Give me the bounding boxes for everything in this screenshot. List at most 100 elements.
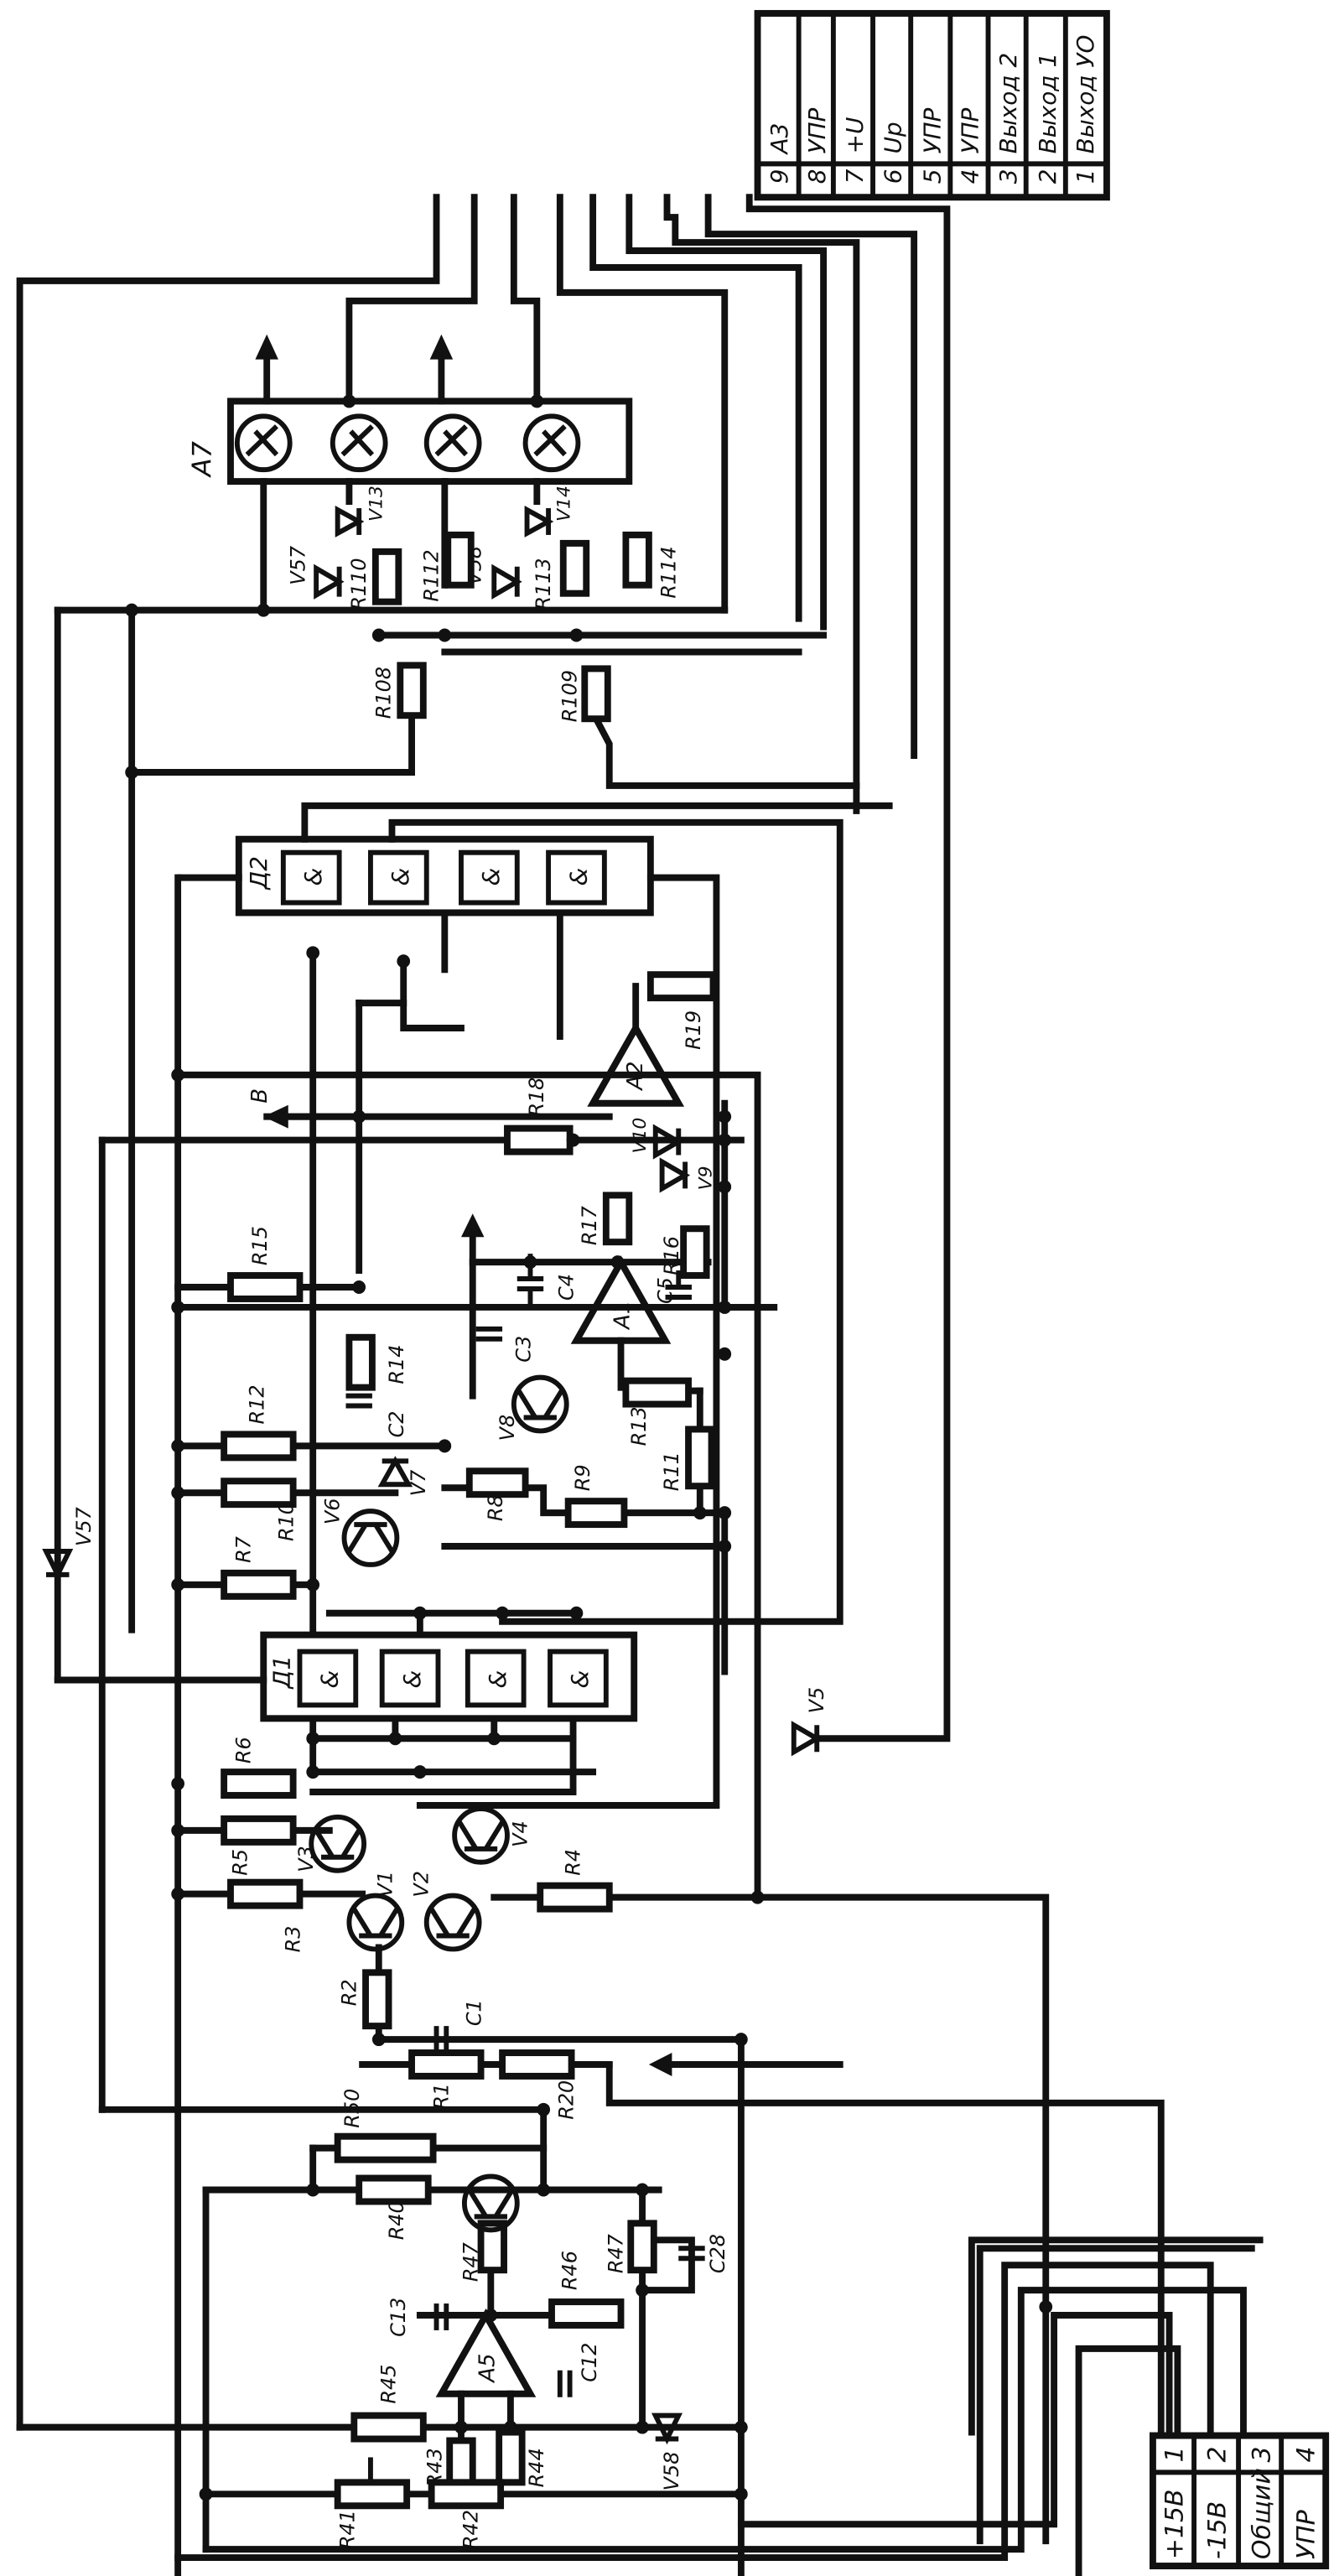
gate-symbol: & xyxy=(387,868,414,886)
top-pin-number: 1 xyxy=(1072,169,1099,184)
d2-gate: & xyxy=(459,849,520,906)
resistor-r42: R42 xyxy=(428,2479,505,2549)
label-v2: V2 xyxy=(410,1871,433,1898)
label-v9: V9 xyxy=(696,1166,717,1190)
label-r50: R50 xyxy=(340,2089,364,2128)
transistor-v1: V1 xyxy=(346,1871,405,1952)
label-c4: C4 xyxy=(555,1274,579,1301)
top-pin-number: 3 xyxy=(994,169,1022,184)
diode-v57-left: V57 xyxy=(42,1507,96,1581)
label-r44: R44 xyxy=(525,2448,548,2487)
label-r12: R12 xyxy=(245,1384,268,1424)
resistor-r113: R113 xyxy=(532,539,590,610)
resistor-r109: R109 xyxy=(558,665,611,722)
resistor-r4: R4 xyxy=(537,1849,613,1913)
diode-v57-top: V57 xyxy=(287,546,345,600)
d1-gate: & xyxy=(465,1649,527,1708)
gate-symbol: & xyxy=(566,1670,594,1689)
a5-opamp: А5 xyxy=(435,2309,537,2397)
label-r108: R108 xyxy=(372,667,396,719)
label-r2: R2 xyxy=(337,1979,361,2006)
output-arrow-icon xyxy=(255,334,278,405)
resistor-r47-left: R47 xyxy=(459,2220,507,2282)
label-r16: R16 xyxy=(660,1236,683,1275)
bottom-pin-number: 1 xyxy=(1160,2446,1189,2462)
resistor-r15: R15 xyxy=(227,1226,304,1302)
top-pin-number: 7 xyxy=(841,169,869,184)
label-v3: V3 xyxy=(294,1846,318,1872)
d1-gate: & xyxy=(379,1649,441,1708)
resistor-r110: R110 xyxy=(347,548,402,610)
label-v7: V7 xyxy=(407,1470,430,1497)
bottom-connector: +15В 1 -15В 2 Общий 3 УПР 4 xyxy=(1150,2432,1330,2570)
label-c2: C2 xyxy=(385,1410,408,1437)
top-connector: 9 А3 8 УПР 7 +U 6 Uр 5 УПР 4 УПР 3 Выход… xyxy=(754,9,1110,201)
d2-label: Д2 xyxy=(245,856,273,891)
label-r18: R18 xyxy=(525,1078,548,1117)
resistor-r40: R40 xyxy=(356,2174,432,2240)
label-v5: V5 xyxy=(805,1687,828,1714)
transistor-v6: V6 xyxy=(321,1498,400,1567)
signal-b-arrow-icon: B xyxy=(247,1088,363,1129)
bottom-pin-label: +15В xyxy=(1160,2489,1189,2559)
label-v10: V10 xyxy=(630,1118,651,1154)
diode-v9: V9 xyxy=(659,1157,717,1193)
label-r3: R3 xyxy=(282,1926,305,1953)
label-r42: R42 xyxy=(459,2510,483,2549)
resistor-r6: R6 xyxy=(221,1737,297,1800)
label-v58: V58 xyxy=(660,2452,683,2491)
label-v8: V8 xyxy=(496,1415,519,1441)
label-v6: V6 xyxy=(321,1498,345,1525)
label-r9: R9 xyxy=(571,1464,594,1491)
resistor-r19: R19 xyxy=(646,971,717,1050)
label-r20: R20 xyxy=(555,2080,579,2120)
top-pin-number: 8 xyxy=(803,169,831,184)
a1-output-arrow-icon xyxy=(460,1213,485,1266)
bottom-pin-label: Общий xyxy=(1247,2468,1276,2559)
gate-symbol: & xyxy=(398,1670,426,1689)
resistor-r8: R8 xyxy=(465,1467,529,1521)
label-r19: R19 xyxy=(682,1010,705,1050)
a5-label: А5 xyxy=(475,2354,500,2384)
resistor-r13: R13 xyxy=(622,1377,692,1446)
label-c12: C12 xyxy=(578,2343,601,2382)
bottom-pin-number: 4 xyxy=(1291,2446,1321,2462)
d1-label: Д1 xyxy=(268,1655,296,1690)
label-r114: R114 xyxy=(657,546,680,598)
diode-v14: V14 xyxy=(524,486,575,538)
capacitor-c5: C5 xyxy=(654,1270,692,1304)
label-v1: V1 xyxy=(374,1871,397,1898)
resistor-r50: R50 xyxy=(334,2089,437,2163)
label-r46: R46 xyxy=(558,2251,582,2290)
resistor-r7: R7 xyxy=(221,1536,297,1600)
label-r109: R109 xyxy=(558,670,582,722)
gate-symbol: & xyxy=(299,868,327,886)
resistor-r108: R108 xyxy=(372,662,427,719)
resistor-r11: R11 xyxy=(660,1426,715,1491)
label-v4: V4 xyxy=(509,1820,532,1847)
top-pin-number: 5 xyxy=(919,169,947,184)
top-pin-label: Выход УО xyxy=(1072,35,1099,154)
label-r112: R112 xyxy=(420,549,444,601)
diode-v7: V7 xyxy=(377,1456,430,1497)
diode-v13: V13 xyxy=(335,486,387,538)
d2-gate: & xyxy=(367,849,429,906)
label-r5: R5 xyxy=(229,1849,252,1876)
gate-symbol: & xyxy=(316,1670,344,1689)
label-c5: C5 xyxy=(654,1277,677,1304)
resistor-r114: R114 xyxy=(622,531,680,599)
d1-gate: & xyxy=(548,1649,609,1708)
capacitor-c2: C2 xyxy=(345,1393,408,1437)
capacitor-c13: C13 xyxy=(387,2298,449,2337)
resistor-r1: R1 xyxy=(408,2049,485,2110)
label-r47: R47 xyxy=(605,2234,628,2273)
capacitor-c12: C12 xyxy=(557,2343,601,2397)
label-r10: R10 xyxy=(275,1502,298,1541)
top-pin-label: Выход 2 xyxy=(994,53,1022,154)
d2-gate: & xyxy=(546,849,607,906)
resistor-r2: R2 xyxy=(337,1969,392,2030)
a2-opamp: А2 xyxy=(587,1021,685,1107)
label-r40: R40 xyxy=(385,2200,408,2240)
gate-symbol: & xyxy=(477,868,505,886)
top-pin-label: УПР xyxy=(919,107,947,153)
